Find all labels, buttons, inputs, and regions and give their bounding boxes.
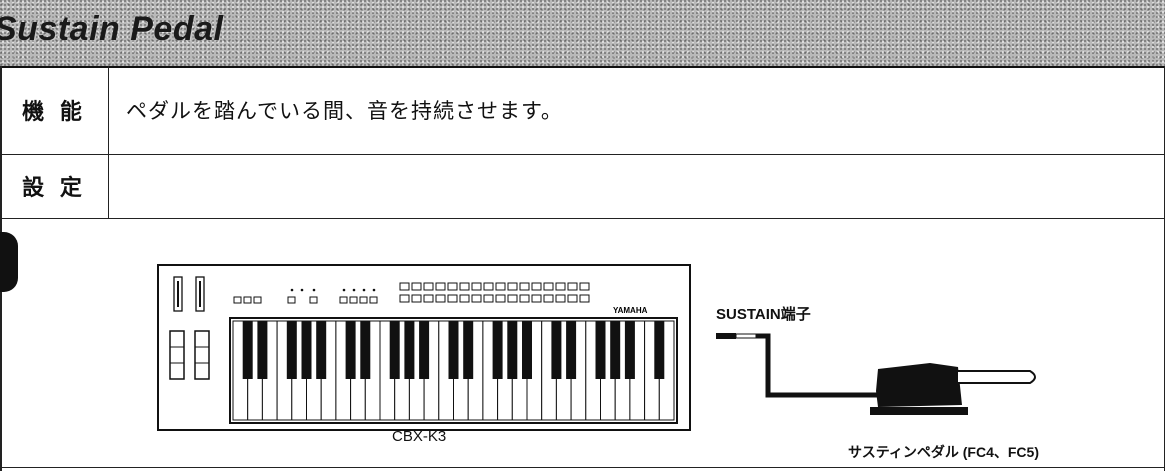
black-key <box>610 321 621 379</box>
black-key <box>345 321 356 379</box>
panel-button <box>399 294 410 303</box>
panel-button <box>519 282 530 291</box>
panel-button <box>579 282 590 291</box>
black-key <box>316 321 327 379</box>
panel-button <box>471 282 482 291</box>
panel-button <box>483 294 494 303</box>
sustain-jack-caption: SUSTAIN端子 <box>716 306 811 323</box>
panel-button <box>531 294 542 303</box>
black-key <box>404 321 415 379</box>
black-key <box>389 321 400 379</box>
black-key <box>242 321 253 379</box>
black-key <box>463 321 474 379</box>
page-tab-marker <box>0 232 18 292</box>
black-key <box>301 321 312 379</box>
panel-button <box>435 282 446 291</box>
panel-button <box>495 294 506 303</box>
brand-label: YAMAHA <box>613 306 648 315</box>
panel-button <box>507 282 518 291</box>
panel-button <box>567 294 578 303</box>
panel-button <box>543 294 554 303</box>
page-bottom-rule <box>0 467 1165 468</box>
panel-button <box>399 282 410 291</box>
panel-button <box>483 282 494 291</box>
function-label: 機 能 <box>0 66 109 154</box>
panel-button <box>471 294 482 303</box>
panel-button <box>411 282 422 291</box>
black-key <box>522 321 532 379</box>
function-row: 機 能 ペダルを踏んでいる間、音を持続させます。 <box>0 66 1165 155</box>
panel-button <box>411 294 422 303</box>
pedal-illustration <box>716 333 1036 415</box>
panel-button <box>531 282 542 291</box>
panel-button <box>567 282 578 291</box>
panel-button <box>447 282 458 291</box>
panel-button <box>579 294 590 303</box>
black-key <box>419 321 430 379</box>
spec-table: 機 能 ペダルを踏んでいる間、音を持続させます。 設 定 <box>0 66 1165 471</box>
panel-button <box>543 282 554 291</box>
black-key <box>654 321 665 379</box>
panel-button <box>459 282 470 291</box>
setting-value <box>126 154 1165 218</box>
panel-button <box>519 294 530 303</box>
panel-button <box>495 282 506 291</box>
black-key <box>507 321 518 379</box>
connection-illustration: YAMAHA <box>157 264 1036 431</box>
panel-button <box>459 294 470 303</box>
panel-button <box>555 282 566 291</box>
keyboard-caption: CBX-K3 <box>392 428 447 445</box>
panel-button <box>507 294 518 303</box>
function-description: ペダルを踏んでいる間、音を持続させます。 <box>126 99 563 123</box>
panel-button <box>447 294 458 303</box>
keyboard-illustration: YAMAHA <box>157 264 691 431</box>
black-key <box>624 321 635 379</box>
black-key <box>595 321 606 379</box>
black-key <box>286 321 297 379</box>
black-key <box>448 321 459 379</box>
section-title: Sustain Pedal <box>0 10 224 48</box>
black-key <box>257 321 268 379</box>
panel-button <box>435 294 446 303</box>
black-key <box>551 321 562 379</box>
panel-button <box>423 282 434 291</box>
black-key <box>360 321 371 379</box>
black-key <box>492 321 503 379</box>
setting-label: 設 定 <box>0 154 109 218</box>
section-header: Sustain Pedal <box>0 0 1165 68</box>
panel-button <box>423 294 434 303</box>
setting-row: 設 定 <box>0 154 1165 219</box>
sustain-pedal-caption: サスティンペダル (FC4、FC5) <box>848 444 1039 460</box>
panel-button <box>555 294 566 303</box>
black-key <box>566 321 577 379</box>
